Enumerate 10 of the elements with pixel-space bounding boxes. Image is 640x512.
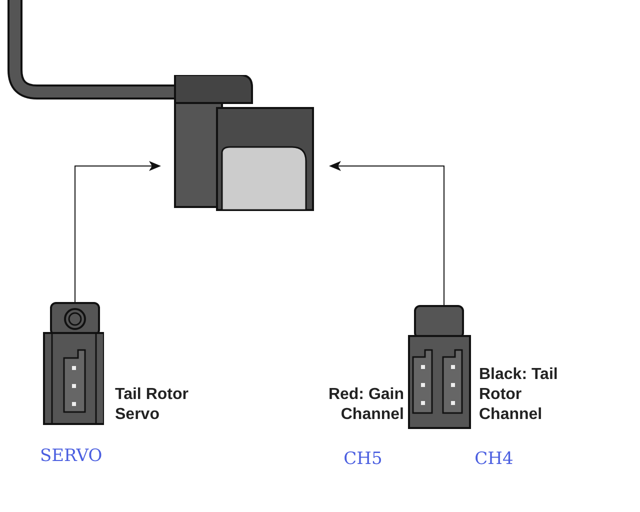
plug-drawing <box>408 305 472 429</box>
part-label: Black: Tail Rotor Channel <box>479 365 559 425</box>
plug-label: SERVO <box>40 446 104 466</box>
channel-label: CH4 <box>474 449 514 469</box>
arrow <box>74 161 161 302</box>
channel-label: CH5 <box>342 449 384 469</box>
part-label: Tail Rotor Servo <box>115 385 190 425</box>
servo-plug-drawing <box>42 302 104 426</box>
arrow <box>329 161 444 306</box>
part-label: Red: Gain Channel <box>327 385 404 425</box>
